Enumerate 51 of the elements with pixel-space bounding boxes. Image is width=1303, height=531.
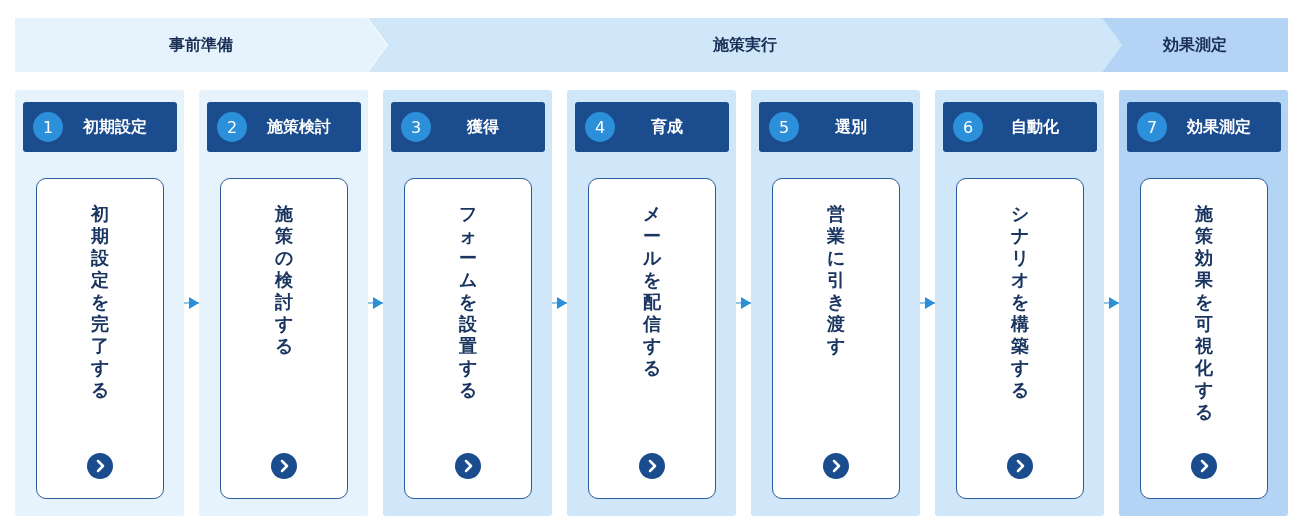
phase-banner: 効果測定: [1102, 18, 1288, 72]
step-number: 2: [217, 112, 247, 142]
arrow: [183, 297, 200, 309]
phase-banner: 施策実行: [368, 18, 1122, 72]
step-title: 自動化: [1010, 116, 1060, 138]
column-panel: [935, 90, 1104, 516]
step-title: 選別: [834, 116, 868, 138]
card-text: 営業に引き渡す: [826, 203, 846, 357]
step-card: [772, 178, 900, 499]
step-header: [1127, 102, 1281, 152]
step-title: 効果測定: [1186, 116, 1252, 138]
step-card: [220, 178, 348, 499]
step-header: [575, 102, 729, 152]
arrow: [1103, 297, 1120, 309]
column-panel: [199, 90, 368, 516]
step-header: [391, 102, 545, 152]
step-number: 6: [953, 112, 983, 142]
arrow: [919, 297, 936, 309]
step-card: [404, 178, 532, 499]
card-text: 初期設定を完了する: [90, 203, 110, 401]
column-panel: [751, 90, 920, 516]
step-card: [36, 178, 164, 499]
phase-banner: 事前準備: [15, 18, 387, 72]
step-title: 初期設定: [82, 116, 148, 138]
step-header: [207, 102, 361, 152]
arrow: [367, 297, 384, 309]
step-number: 5: [769, 112, 799, 142]
step-card: [1140, 178, 1268, 499]
column-panel: [1119, 90, 1288, 516]
card-text: メールを配信する: [642, 203, 662, 379]
column-panel: [567, 90, 736, 516]
card-text: 施策効果を可視化する: [1194, 203, 1214, 423]
step-card: [956, 178, 1084, 499]
step-number: 1: [33, 112, 63, 142]
step-title: 施策検討: [266, 116, 332, 138]
column-panel: [383, 90, 552, 516]
card-text: シナリオを構築する: [1010, 203, 1030, 401]
step-title: 獲得: [466, 116, 500, 138]
step-number: 4: [585, 112, 615, 142]
card-text: 施策の検討する: [274, 203, 294, 357]
step-card: [588, 178, 716, 499]
step-number: 7: [1137, 112, 1167, 142]
card-text: フォームを設置する: [458, 203, 478, 401]
column-panel: [15, 90, 184, 516]
step-header: [943, 102, 1097, 152]
step-header: [23, 102, 177, 152]
arrow: [735, 297, 752, 309]
step-header: [759, 102, 913, 152]
step-title: 育成: [650, 116, 684, 138]
step-number: 3: [401, 112, 431, 142]
arrow: [551, 297, 568, 309]
